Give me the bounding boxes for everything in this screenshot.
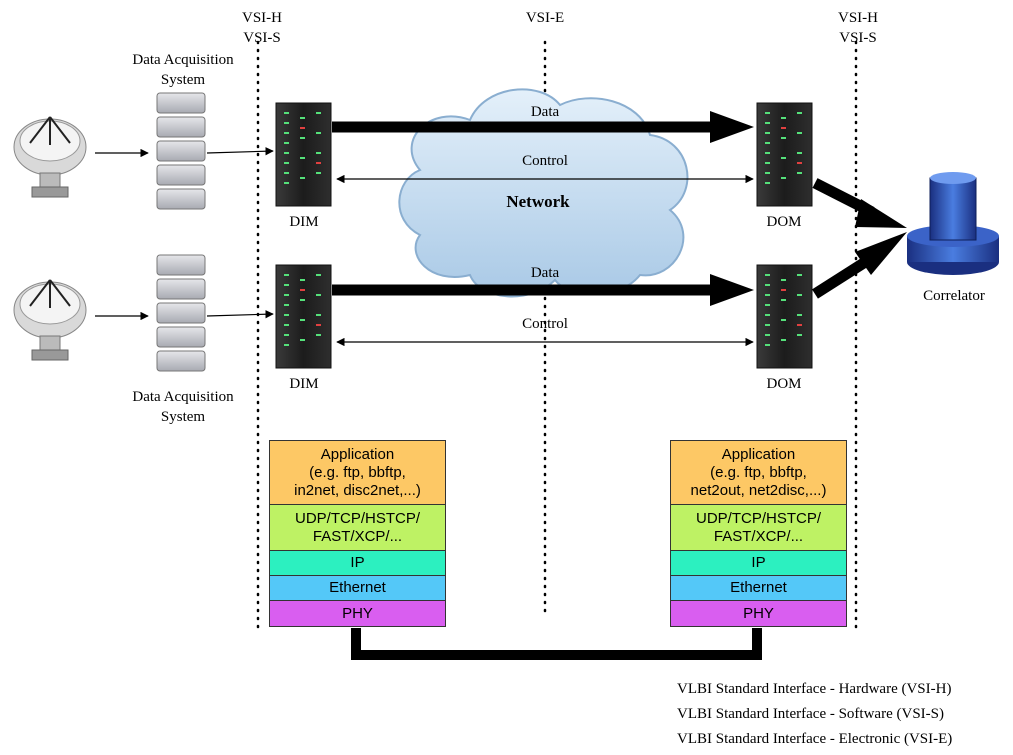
correlator-icon (907, 172, 999, 275)
acquisition-to-dim-arrow (206, 310, 274, 319)
application-layer: Application (e.g. ftp, bbftp, in2net, di… (270, 441, 445, 505)
acquisition-label-bottom: Data Acquisition System (132, 389, 234, 425)
dom-to-correlator-arrow (812, 232, 907, 299)
dim-server-icon (275, 264, 332, 369)
ip-layer: IP (270, 551, 445, 576)
legend-vsi-h: VLBI Standard Interface - Hardware (VSI-… (677, 681, 952, 697)
ethernet-layer: Ethernet (671, 576, 846, 601)
dom-label: DOM (766, 376, 802, 392)
legend-vsi-e: VLBI Standard Interface - Electronic (VS… (677, 731, 953, 747)
left-protocol-stack: Application (e.g. ftp, bbftp, in2net, di… (269, 440, 446, 627)
dim-server-icon (275, 102, 332, 207)
dom-server-icon (756, 102, 813, 207)
ip-layer: IP (671, 551, 846, 576)
dom-server-icon (756, 264, 813, 369)
correlator-label: Correlator (923, 288, 985, 304)
legend-vsi-s: VLBI Standard Interface - Software (VSI-… (677, 706, 944, 722)
data-arrow (332, 111, 754, 143)
radio-telescope-icon (13, 116, 87, 198)
disk-array-icon (156, 254, 206, 372)
phy-link (351, 628, 762, 660)
transport-layer: UDP/TCP/HSTCP/ FAST/XCP/... (270, 505, 445, 551)
dim-label: DIM (289, 376, 319, 392)
vsi-h-label: VSI-H (242, 10, 282, 26)
data-label: Data (530, 104, 560, 120)
transport-layer: UDP/TCP/HSTCP/ FAST/XCP/... (671, 505, 846, 551)
data-arrow (332, 274, 754, 306)
control-label: Control (522, 153, 568, 169)
ethernet-layer: Ethernet (270, 576, 445, 601)
network-cloud (398, 88, 689, 298)
vsi-s-label: VSI-S (839, 30, 877, 46)
network-label: Network (506, 192, 570, 211)
acquisition-label-top: Data Acquisition System (132, 52, 234, 88)
vsi-h-label: VSI-H (838, 10, 878, 26)
vsi-left-label: VSI-H VSI-S (232, 8, 292, 48)
application-layer: Application (e.g. ftp, bbftp, net2out, n… (671, 441, 846, 505)
right-protocol-stack: Application (e.g. ftp, bbftp, net2out, n… (670, 440, 847, 627)
data-label: Data (530, 265, 560, 281)
dom-to-correlator-arrow (812, 178, 907, 228)
phy-layer: PHY (671, 601, 846, 626)
acquisition-to-dim-arrow (206, 147, 274, 156)
control-label: Control (522, 316, 568, 332)
vsi-e-label: VSI-E (525, 10, 565, 26)
dom-label: DOM (766, 214, 802, 230)
phy-layer: PHY (270, 601, 445, 626)
dim-label: DIM (289, 214, 319, 230)
vsi-right-label: VSI-H VSI-S (828, 8, 888, 48)
radio-telescope-icon (13, 279, 87, 361)
vsi-s-label: VSI-S (243, 30, 281, 46)
disk-array-icon (156, 92, 206, 210)
